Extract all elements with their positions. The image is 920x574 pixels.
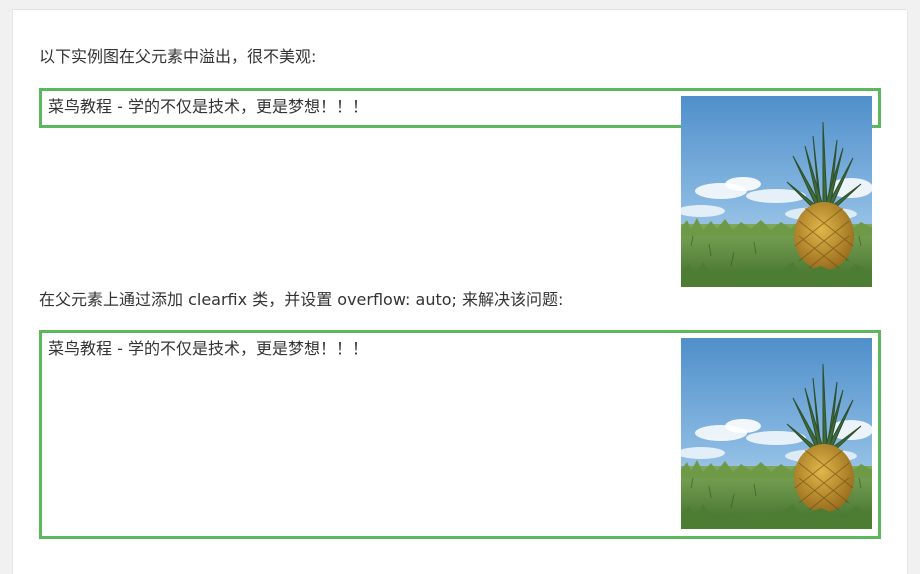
clearfix-example-box: 菜鸟教程 - 学的不仅是技术，更是梦想！！！ bbox=[39, 330, 881, 539]
content-panel: 以下实例图在父元素中溢出，很不美观: 菜鸟教程 - 学的不仅是技术，更是梦想！！… bbox=[12, 10, 908, 574]
fix-paragraph: 在父元素上通过添加 clearfix 类，并设置 overflow: auto;… bbox=[39, 290, 564, 309]
overflow-example-box: 菜鸟教程 - 学的不仅是技术，更是梦想！！！ bbox=[39, 88, 881, 128]
pineapple-image bbox=[681, 96, 872, 287]
pineapple-image-svg bbox=[681, 338, 872, 529]
clearfix-example-text: 菜鸟教程 - 学的不仅是技术，更是梦想！！！ bbox=[48, 339, 368, 358]
top-strip bbox=[12, 0, 906, 10]
pineapple-image-svg bbox=[681, 96, 872, 287]
overflow-example-text: 菜鸟教程 - 学的不仅是技术，更是梦想！！！ bbox=[48, 97, 368, 116]
intro-paragraph: 以下实例图在父元素中溢出，很不美观: bbox=[39, 47, 317, 66]
pineapple-image bbox=[681, 338, 872, 529]
